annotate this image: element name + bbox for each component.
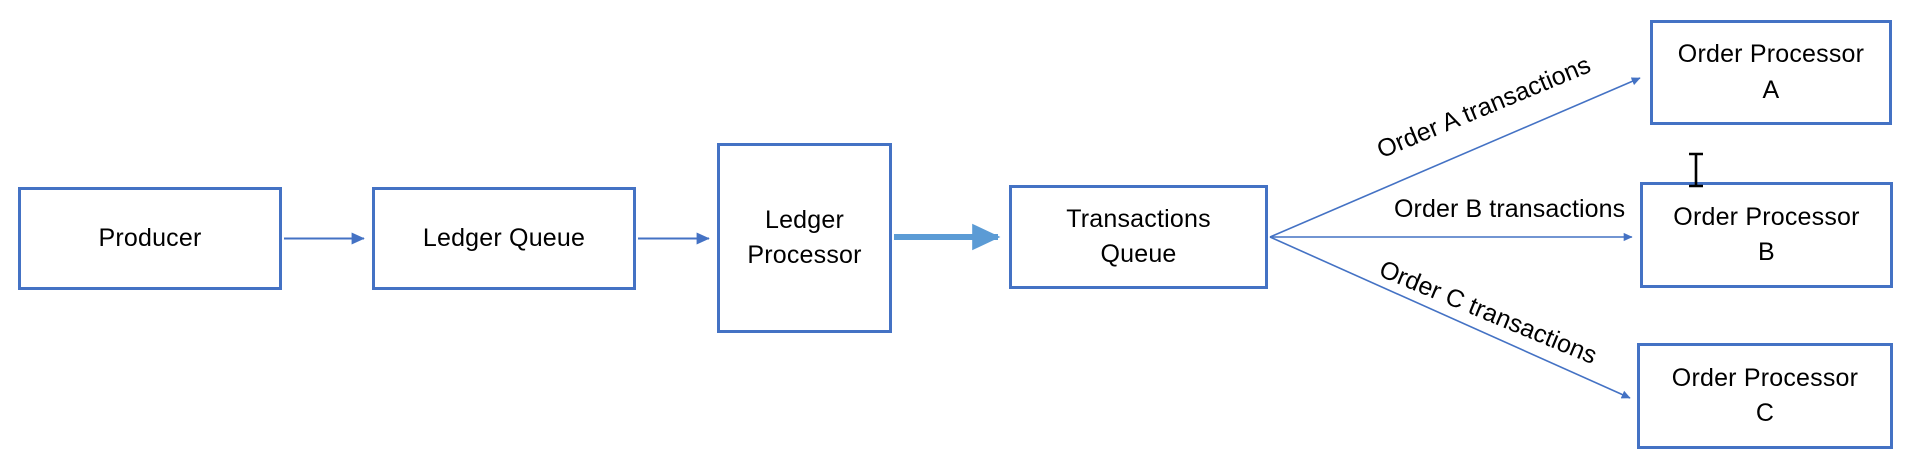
node-producer[interactable]: Producer bbox=[18, 187, 282, 290]
node-ledger-processor[interactable]: Ledger Processor bbox=[717, 143, 892, 333]
node-transactions-queue-label: Transactions Queue bbox=[1066, 204, 1211, 269]
node-order-processor-b-label: Order Processor B bbox=[1673, 202, 1860, 267]
node-ledger-queue[interactable]: Ledger Queue bbox=[372, 187, 636, 290]
edge-label-order-b-transactions[interactable]: Order B transactions bbox=[1394, 195, 1626, 223]
node-ledger-processor-label: Ledger Processor bbox=[747, 205, 862, 270]
node-producer-label: Producer bbox=[98, 223, 202, 252]
node-order-processor-a[interactable]: Order Processor A bbox=[1650, 20, 1892, 125]
connector-transactions-queue-to-order-processor-c bbox=[1269, 236, 1631, 399]
node-order-processor-c-label: Order Processor C bbox=[1671, 363, 1859, 428]
connector-transactions-queue-to-order-processor-a bbox=[1269, 77, 1641, 238]
node-order-processor-b[interactable]: Order Processor B bbox=[1640, 182, 1893, 288]
node-ledger-queue-label: Ledger Queue bbox=[422, 223, 586, 252]
node-transactions-queue[interactable]: Transactions Queue bbox=[1009, 185, 1268, 289]
node-order-processor-c[interactable]: Order Processor C bbox=[1637, 343, 1893, 449]
node-order-processor-a-label: Order Processor A bbox=[1677, 40, 1865, 104]
